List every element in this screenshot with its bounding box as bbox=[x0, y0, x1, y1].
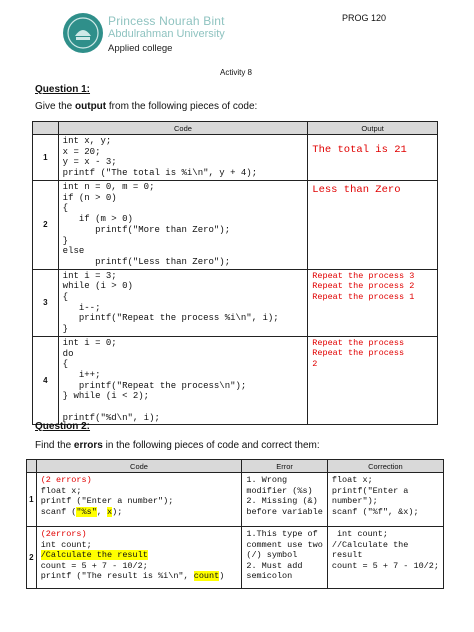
output-cell: Less than Zero bbox=[307, 180, 438, 270]
code-line: count = 5 + 7 - 10/2; bbox=[40, 560, 148, 571]
code-line: printf ("Enter a number"); bbox=[40, 496, 174, 506]
code-line: float x; bbox=[40, 485, 82, 496]
code-line: printf ("The result is %i\n", count) bbox=[40, 571, 225, 581]
highlighted-error: count bbox=[193, 571, 220, 581]
error-cell: 1. Wrong modifier (%s) 2. Missing (&) be… bbox=[241, 472, 328, 527]
header-output: Output bbox=[307, 121, 438, 135]
code-cell: int x, y; x = 20; y = x - 3; printf ("Th… bbox=[57, 134, 309, 181]
university-name-line2: Abdulrahman University bbox=[108, 28, 225, 40]
code-cell: (2 errors) float x; printf ("Enter a num… bbox=[35, 472, 243, 527]
table-header-row: Code Output bbox=[32, 121, 438, 135]
correction-cell: float x; printf("Enter a number"); scanf… bbox=[326, 472, 445, 527]
highlighted-error: "%s" bbox=[76, 506, 97, 517]
error-count-note: (2errors) bbox=[40, 529, 87, 539]
header-blank bbox=[26, 459, 37, 473]
question-2-title: Question 2: bbox=[35, 421, 91, 432]
question-1-table: Code Output 1 int x, y; x = 20; y = x - … bbox=[32, 121, 438, 426]
code-cell: int i = 0; do { i++; printf("Repeat the … bbox=[57, 335, 309, 426]
header-code: Code bbox=[35, 459, 243, 473]
university-logo-icon bbox=[63, 13, 103, 53]
header-blank bbox=[32, 121, 59, 135]
table-row: 1 (2 errors) float x; printf ("Enter a n… bbox=[26, 472, 445, 527]
output-cell: Repeat the process 3 Repeat the process … bbox=[307, 268, 438, 337]
highlighted-error: /Calculate the result bbox=[40, 550, 148, 560]
code-line: int count; bbox=[40, 539, 92, 550]
table-row: 3 int i = 3; while (i > 0) { i--; printf… bbox=[32, 268, 438, 337]
error-cell: 1.This type of comment use two (/) symbo… bbox=[241, 526, 328, 589]
activity-title: Activity 8 bbox=[220, 68, 253, 77]
table-row: 4 int i = 0; do { i++; printf("Repeat th… bbox=[32, 335, 438, 426]
question-1-title: Question 1: bbox=[35, 84, 91, 95]
university-name-line1: Princess Nourah Bint bbox=[108, 14, 225, 28]
row-number: 4 bbox=[32, 335, 59, 426]
table-header-row: Code Error Correction bbox=[26, 459, 445, 473]
error-count-note: (2 errors) bbox=[40, 475, 92, 485]
code-cell: (2errors) int count; /Calculate the resu… bbox=[35, 526, 243, 589]
output-cell: The total is 21 bbox=[307, 134, 438, 181]
header-correction: Correction bbox=[326, 459, 445, 473]
code-cell: int i = 3; while (i > 0) { i--; printf("… bbox=[57, 268, 309, 337]
table-row: 2 (2errors) int count; /Calculate the re… bbox=[26, 526, 445, 589]
table-row: 1 int x, y; x = 20; y = x - 3; printf ("… bbox=[32, 134, 438, 181]
highlighted-error: x bbox=[107, 506, 113, 517]
code-line: scanf ("%s", x); bbox=[40, 506, 123, 517]
code-cell: int n = 0, m = 0; if (n > 0) { if (m > 0… bbox=[57, 180, 309, 270]
question-1-instructions: Give the output from the following piece… bbox=[35, 101, 258, 112]
header-code: Code bbox=[57, 121, 309, 135]
row-number: 2 bbox=[32, 180, 59, 270]
row-number: 1 bbox=[32, 134, 59, 181]
question-2-instructions: Find the errors in the following pieces … bbox=[35, 440, 320, 451]
correction-cell: int count; //Calculate the result count … bbox=[326, 526, 445, 589]
output-cell: Repeat the process Repeat the process 2 bbox=[307, 335, 438, 426]
row-number: 1 bbox=[26, 472, 37, 527]
college-name: Applied college bbox=[108, 43, 173, 54]
question-2-table: Code Error Correction 1 (2 errors) float… bbox=[26, 459, 445, 589]
row-number: 3 bbox=[32, 268, 59, 337]
header-error: Error bbox=[241, 459, 328, 473]
course-code: PROG 120 bbox=[342, 13, 387, 23]
table-row: 2 int n = 0, m = 0; if (n > 0) { if (m >… bbox=[32, 180, 438, 270]
row-number: 2 bbox=[26, 526, 37, 589]
